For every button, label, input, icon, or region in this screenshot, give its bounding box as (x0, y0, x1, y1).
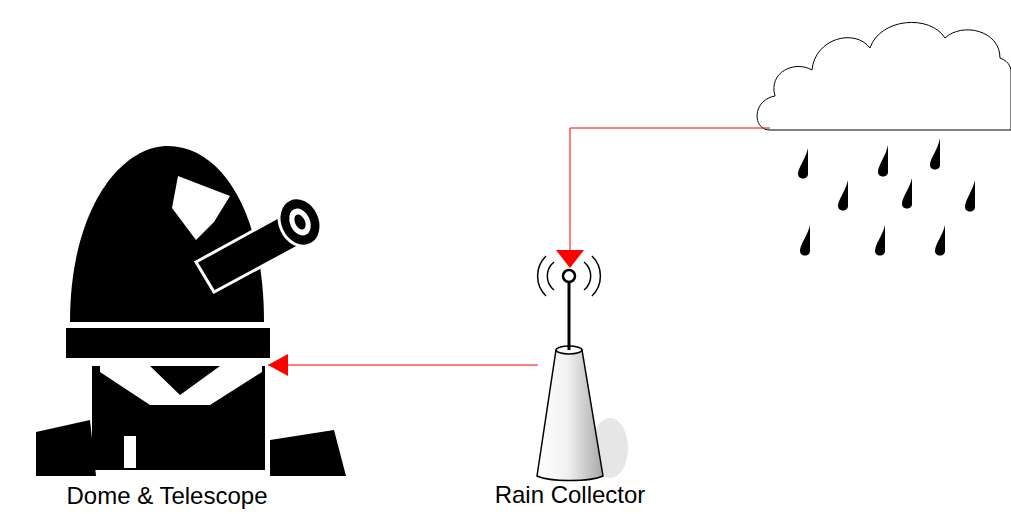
connector-line (268, 365, 538, 366)
illustration-node: Dome & Telescope (66, 145, 268, 481)
signal-wire (556, 128, 770, 268)
node-label: Rain Collector (495, 482, 646, 508)
illustration-node: Rain Collector (538, 250, 602, 480)
observatory-icon (36, 146, 346, 476)
rain-collector-icon (537, 256, 628, 481)
signal-arrow (268, 354, 538, 376)
arrow-head (268, 354, 288, 376)
node-label: Dome & Telescope (67, 483, 268, 509)
rain-cloud (757, 22, 1011, 255)
